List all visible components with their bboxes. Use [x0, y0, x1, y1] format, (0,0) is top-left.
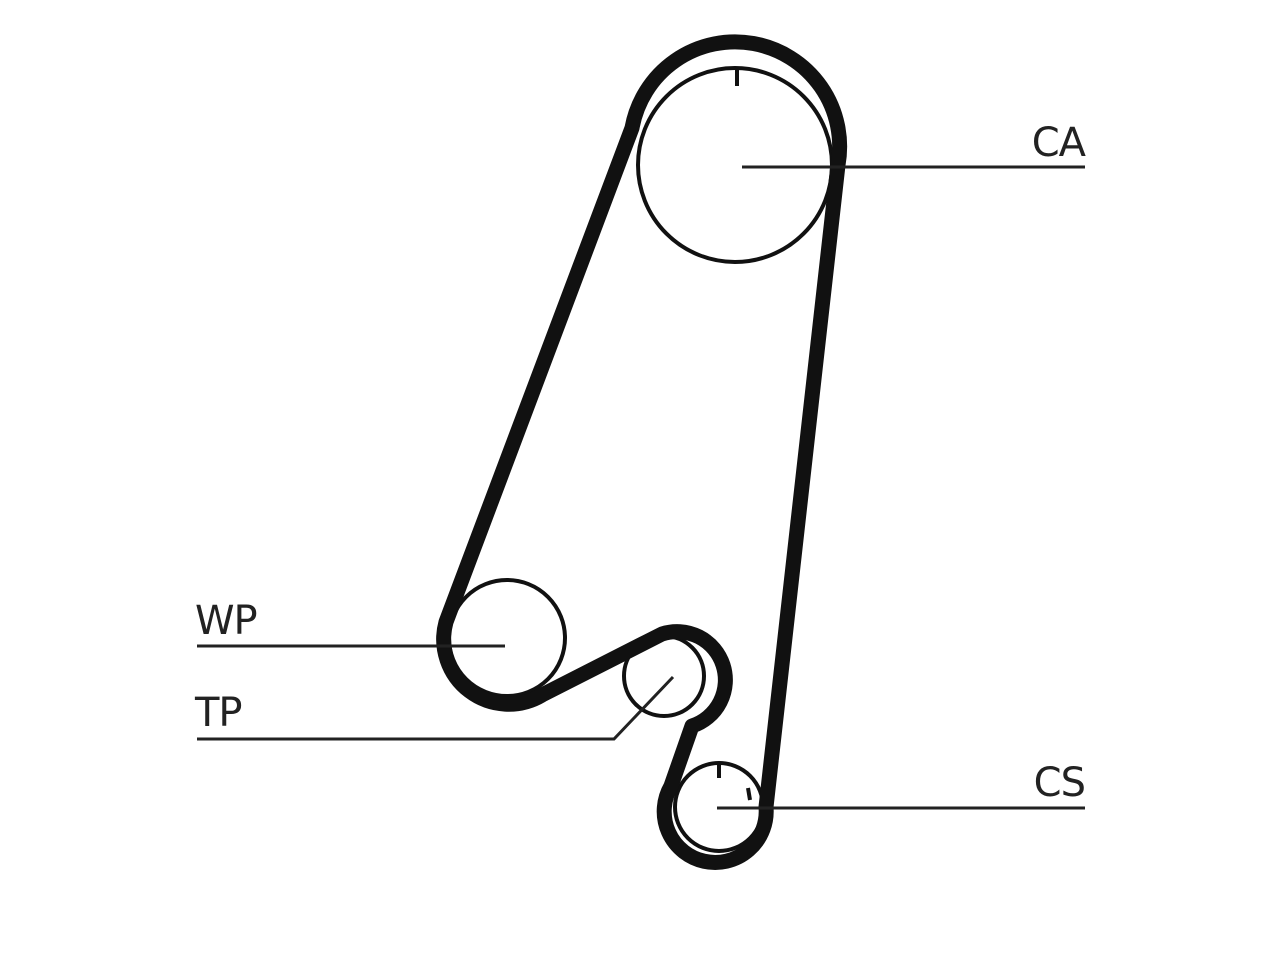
timing-belt [436, 34, 848, 870]
label-cs: CS [1034, 760, 1085, 806]
label-tp: TP [194, 690, 242, 736]
crankshaft-timing-mark-side [746, 787, 752, 801]
tp-leader-line [197, 675, 675, 741]
camshaft-pulley [636, 66, 834, 264]
label-ca: CA [1032, 120, 1087, 166]
label-wp: WP [195, 598, 257, 644]
